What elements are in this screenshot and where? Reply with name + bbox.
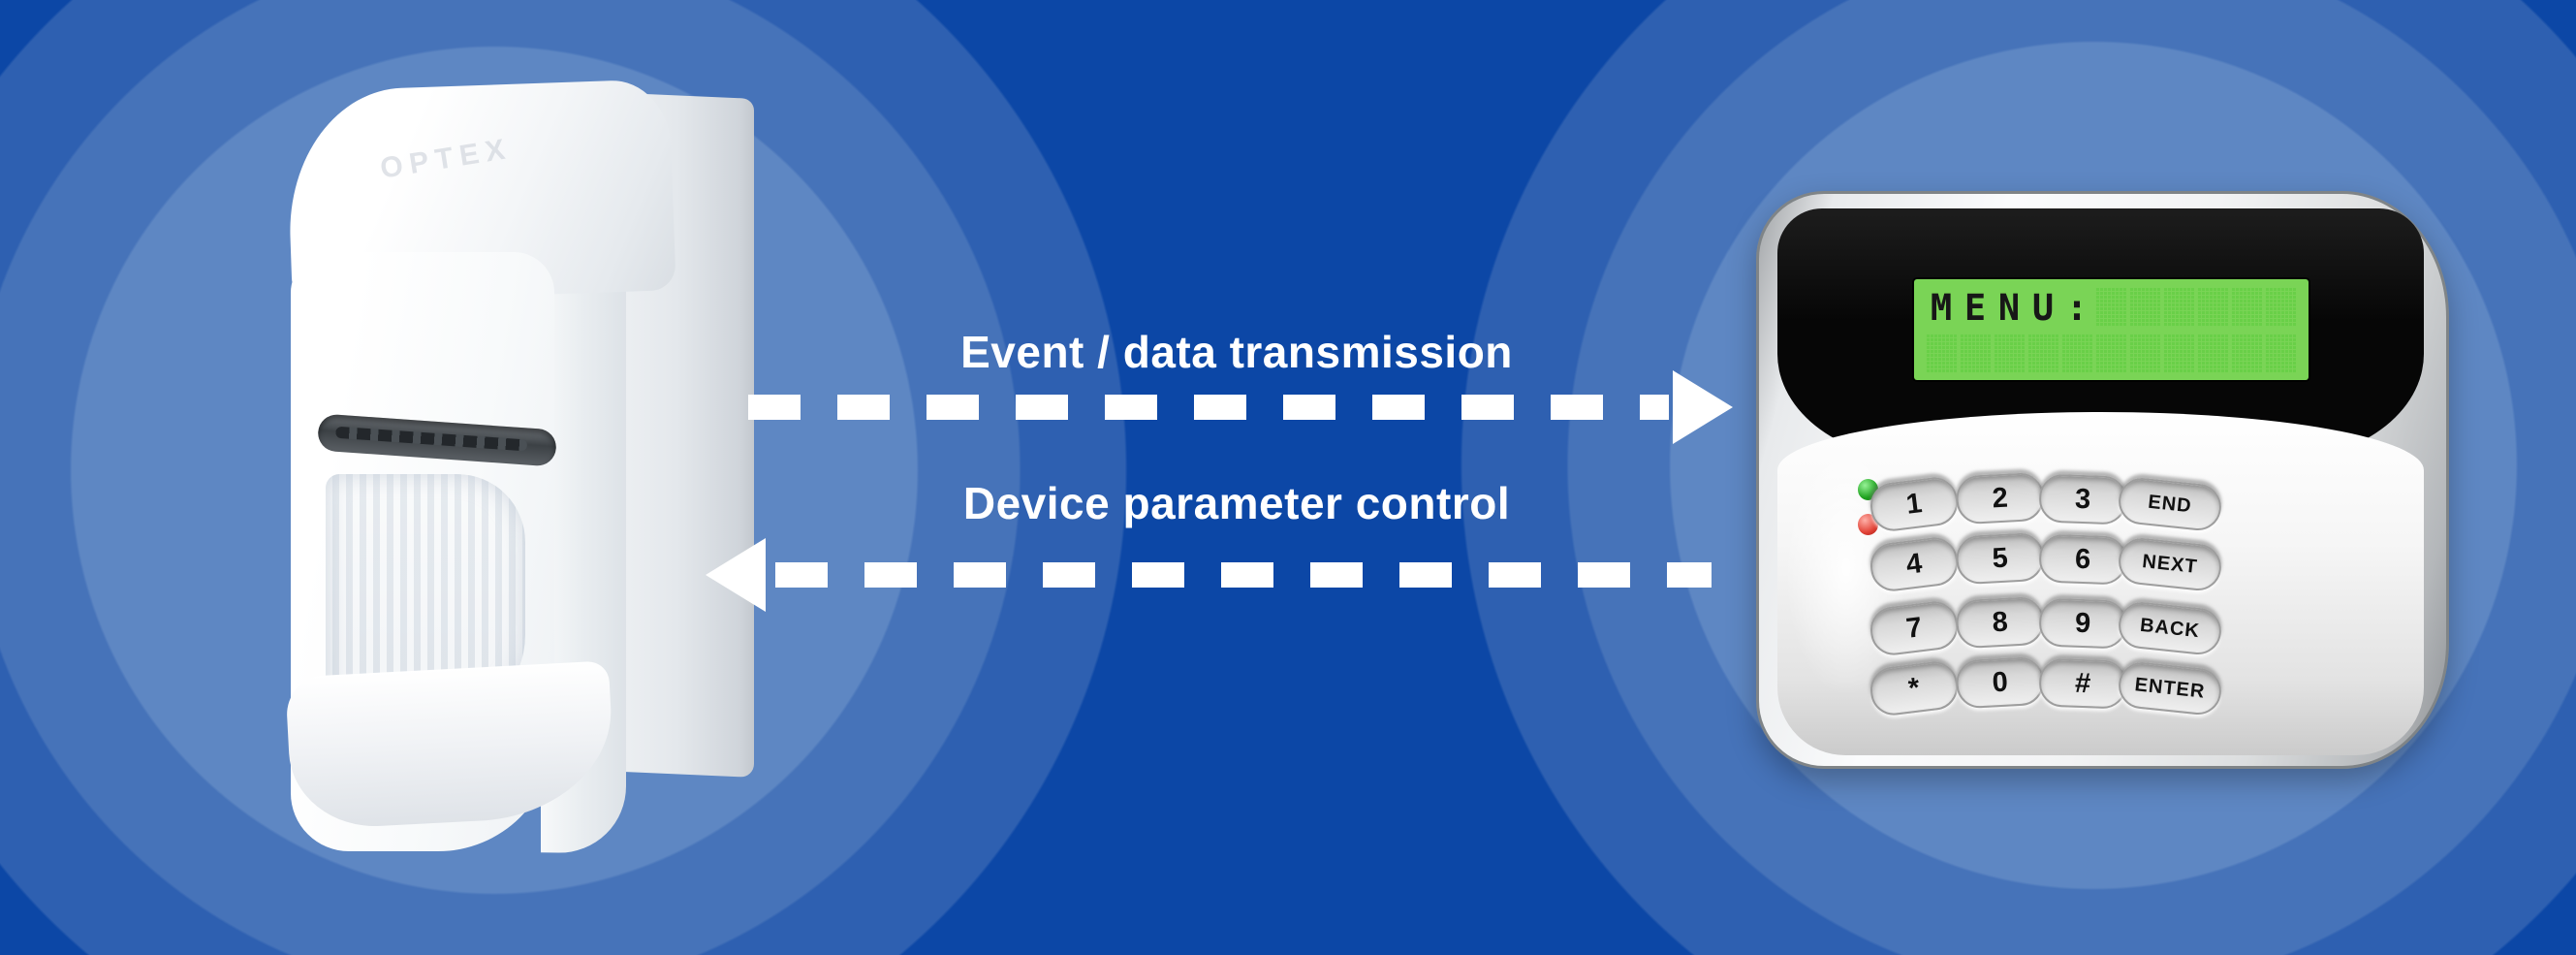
key-5[interactable]: 5 [1955, 531, 2045, 586]
link-bottom-dashed-line [775, 562, 1712, 588]
lcd-ghost-cell [2129, 334, 2160, 373]
lcd-ghost-cell [2027, 334, 2058, 373]
link-top-dashed-line [748, 395, 1669, 420]
lcd-ghost-cell [2095, 334, 2126, 373]
lcd-ghost-cell [2129, 288, 2160, 327]
lcd-line-2 [1926, 334, 2296, 373]
lcd-char: : [2065, 287, 2089, 329]
lcd-ghost-cell [2231, 334, 2262, 373]
arrow-left-icon [706, 538, 766, 612]
key-hash[interactable]: # [2038, 657, 2128, 710]
lcd-ghost-cell [2231, 288, 2262, 327]
lcd-ghost-cell [2061, 334, 2092, 373]
lcd-char: U [2031, 287, 2055, 329]
key-0[interactable]: 0 [1955, 655, 2045, 710]
lcd-ghost-cell [2095, 288, 2126, 327]
lcd-ghost-cell [2163, 288, 2194, 327]
alarm-keypad: M E N U : [1756, 191, 2449, 769]
key-6[interactable]: 6 [2038, 533, 2128, 586]
lcd-char: N [1997, 287, 2021, 329]
lcd-ghost-cell [2197, 288, 2228, 327]
link-top-label: Event / data transmission [960, 327, 1513, 377]
link-bottom-label: Device parameter control [962, 478, 1511, 528]
lcd-char: M [1930, 287, 1953, 329]
lcd-display: M E N U : [1914, 279, 2309, 380]
lcd-ghost-cell [1926, 334, 1957, 373]
lcd-ghost-cell [2197, 334, 2228, 373]
key-8[interactable]: 8 [1955, 595, 2045, 650]
lcd-char: E [1963, 287, 1987, 329]
lcd-ghost-cell [2265, 334, 2296, 373]
key-9[interactable]: 9 [2038, 597, 2128, 650]
key-2[interactable]: 2 [1955, 471, 2045, 525]
lcd-ghost-cell [2163, 334, 2194, 373]
pir-motion-sensor: OPTEX [281, 79, 775, 854]
arrow-right-icon [1673, 370, 1733, 444]
lcd-ghost-cell [1994, 334, 2025, 373]
sensor-brand-text: OPTEX [378, 132, 515, 185]
lcd-ghost-cell [1960, 334, 1991, 373]
key-3[interactable]: 3 [2038, 473, 2128, 525]
lcd-ghost-cell [2265, 288, 2296, 327]
lcd-line-1: M E N U : [1926, 287, 2296, 329]
